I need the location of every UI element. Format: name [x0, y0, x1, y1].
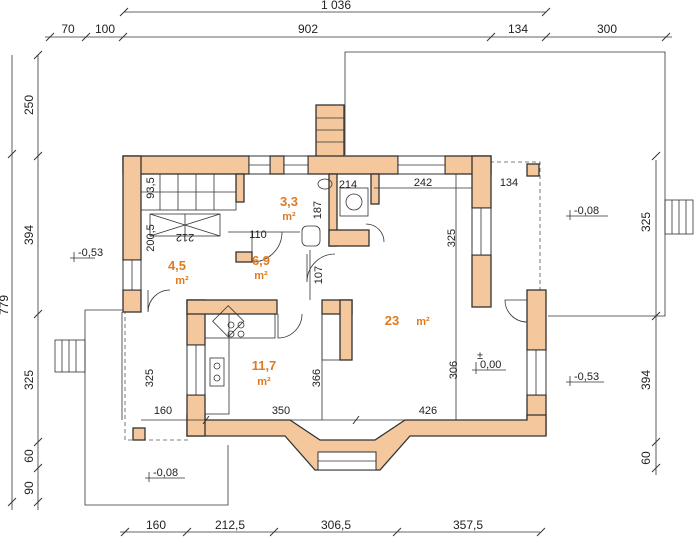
dim-inner-325a: 325: [446, 229, 458, 247]
column-bottom-left: [132, 427, 146, 441]
dim-left-3: 60: [22, 449, 36, 463]
windows: [122, 155, 547, 471]
dim-inner-93: 93,5: [145, 177, 157, 198]
dim-inner-366: 366: [311, 369, 323, 387]
dim-bottom-0: 160: [146, 518, 166, 532]
level-mark-bottom-left: -0,08: [145, 467, 185, 482]
room-living-unit: m²: [416, 316, 430, 328]
dim-inner-242: 242: [414, 177, 432, 189]
kitchen-counter: [204, 305, 341, 415]
dim-inner-160: 160: [154, 405, 172, 417]
dim-left-1: 394: [22, 225, 36, 245]
sink: [317, 178, 333, 190]
dim-inner-350: 350: [272, 405, 290, 417]
room-kitchen-unit: m²: [257, 376, 271, 388]
terrace-outline-left: [84, 309, 229, 506]
dim-bottom-1: 212,5: [215, 518, 245, 532]
doors: [147, 223, 528, 339]
level-mark-floor: 0,00 ±: [472, 350, 506, 374]
dim-top-total: 1 036: [321, 0, 351, 12]
svg-text:0,00: 0,00: [480, 359, 501, 371]
chimney: [315, 104, 345, 158]
level-mark-right-top: -0,08: [566, 205, 608, 220]
svg-text:-0,08: -0,08: [574, 205, 599, 217]
dim-right-1: 394: [639, 370, 653, 390]
room-wc-area: 3,3: [280, 194, 298, 209]
svg-text:-0,08: -0,08: [153, 467, 178, 479]
room-entry-unit: m²: [175, 275, 189, 287]
dim-inner-306: 306: [448, 361, 460, 379]
room-kitchen-area: 11,7: [252, 358, 277, 373]
dim-top-0: 70: [61, 22, 75, 36]
svg-text:-0,53: -0,53: [78, 247, 103, 259]
step-right: [664, 199, 694, 235]
terrace-dashed-right: [490, 161, 541, 290]
dim-right-2: 60: [639, 451, 653, 465]
staircase: [140, 173, 237, 211]
terrace-dashed-left: [124, 310, 190, 441]
room-wc-unit: m²: [282, 211, 296, 223]
dim-left-4: 90: [22, 481, 36, 495]
dim-inner-200: 200,5: [145, 224, 157, 252]
dim-inner-187: 187: [312, 201, 324, 219]
dim-top-1: 100: [95, 22, 115, 36]
dim-right-0: 325: [639, 212, 653, 232]
dim-inner-212: 212: [176, 231, 194, 243]
shower: [339, 187, 369, 217]
svg-text:-0,53: -0,53: [574, 371, 599, 383]
dim-top-3: 134: [508, 22, 528, 36]
column-top-right: [526, 163, 540, 177]
svg-text:±: ±: [477, 350, 483, 362]
room-entry-area: 4,5: [168, 258, 186, 273]
toilet: [301, 225, 321, 247]
room-hall-unit: m²: [254, 270, 268, 282]
dim-inner-214: 214: [339, 179, 357, 191]
room-hall-area: 6,9: [252, 253, 270, 268]
dim-bottom-3: 357,5: [453, 518, 483, 532]
dim-inner-325b: 325: [144, 369, 156, 387]
dim-top-4: 300: [597, 22, 617, 36]
wardrobe: [149, 213, 221, 237]
dim-inner-110: 110: [249, 229, 267, 241]
level-mark-right: -0,53: [566, 371, 604, 386]
dim-inner-426: 426: [419, 405, 437, 417]
dim-left-2: 325: [22, 370, 36, 390]
dim-left-0: 250: [22, 95, 36, 115]
level-mark-left: -0,53: [70, 247, 103, 262]
dim-bottom-2: 306,5: [321, 518, 351, 532]
roof-outline-right: [344, 51, 666, 317]
dim-lines: [7, 7, 672, 537]
dim-inner-134: 134: [500, 177, 518, 189]
dim-inner-107: 107: [313, 266, 325, 284]
step-left: [54, 339, 86, 373]
room-living-area: 23: [385, 313, 399, 328]
dim-top-2: 902: [298, 22, 318, 36]
walls: [122, 155, 547, 471]
dim-left-total: 779: [0, 295, 11, 315]
